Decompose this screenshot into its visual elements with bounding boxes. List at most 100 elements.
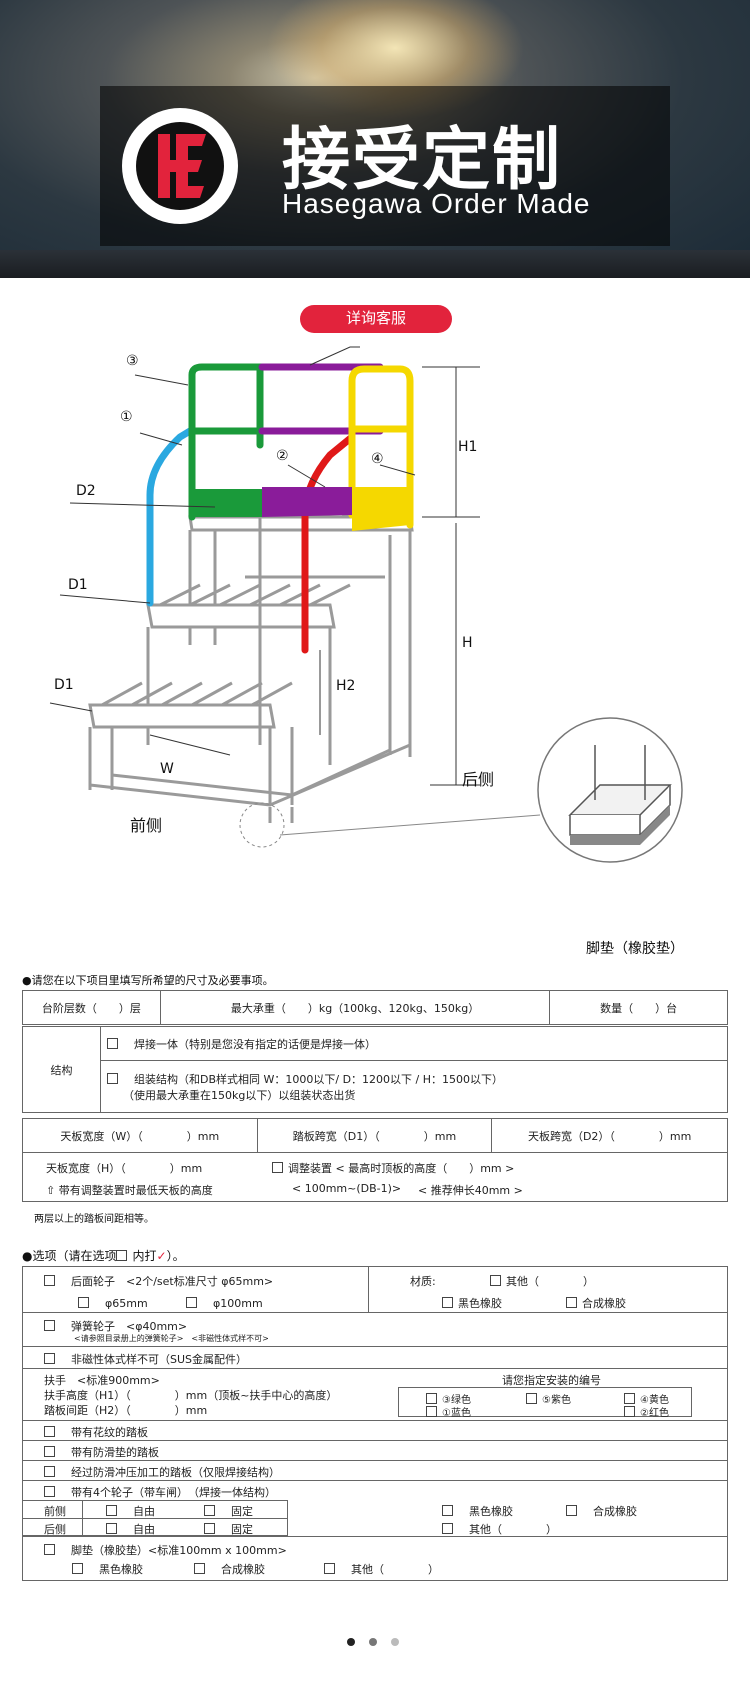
label-d2: D2 bbox=[76, 483, 96, 499]
hero-subtitle: Hasegawa Order Made bbox=[282, 188, 591, 219]
nonmagnetic-option[interactable]: 非磁性体式样不可（SUS金属配件） bbox=[44, 1351, 247, 1367]
label-h: H bbox=[462, 635, 473, 651]
pressed-step-checkbox[interactable] bbox=[44, 1466, 55, 1477]
rear-fixed-checkbox[interactable] bbox=[204, 1523, 215, 1534]
foot-pad-other-option[interactable]: 其他（ ） bbox=[324, 1561, 439, 1577]
antislip-step-checkbox[interactable] bbox=[44, 1446, 55, 1457]
nonmagnetic-checkbox[interactable] bbox=[44, 1353, 55, 1364]
label-h2: H2 bbox=[336, 678, 355, 694]
pager-dot-1[interactable] bbox=[347, 1638, 355, 1646]
label-back: 后侧 bbox=[462, 770, 494, 789]
install-red-label: ②红色 bbox=[640, 1408, 669, 1419]
spec-table: 台阶层数（ ）层 最大承重（ ）kg（100kg、120kg、150kg） 数量… bbox=[22, 990, 728, 1025]
rear-caster-option[interactable]: 后面轮子 <2个/set标准尺寸 φ65mm> bbox=[44, 1273, 273, 1289]
caster-synthetic-checkbox[interactable] bbox=[566, 1505, 577, 1516]
material-synthetic-option[interactable]: 合成橡胶 bbox=[566, 1295, 626, 1311]
foot-pad-black-option[interactable]: 黑色橡胶 bbox=[72, 1561, 143, 1577]
foot-pad-option[interactable]: 脚垫（橡胶垫）<标准100mm x 100mm> bbox=[44, 1542, 287, 1558]
weld-checkbox[interactable] bbox=[107, 1037, 118, 1049]
form2-intro-c: ）。 bbox=[166, 1249, 185, 1263]
depth-d2-field[interactable]: 天板跨宽（D2）（ ）mm bbox=[491, 1118, 728, 1153]
caster-other-checkbox[interactable] bbox=[442, 1523, 453, 1534]
material-other-option[interactable]: 其他（ ） bbox=[490, 1273, 594, 1289]
assembly-checkbox[interactable] bbox=[107, 1072, 118, 1084]
front-free-option[interactable]: 自由 bbox=[106, 1503, 155, 1519]
rear-free-checkbox[interactable] bbox=[106, 1523, 117, 1534]
material-black-checkbox[interactable] bbox=[442, 1297, 453, 1308]
pressed-step-label: 经过防滑冲压加工的踏板（仅限焊接结构） bbox=[71, 1466, 280, 1479]
phi100-option[interactable]: φ100mm bbox=[186, 1295, 263, 1311]
foot-pad-other-checkbox[interactable] bbox=[324, 1563, 335, 1574]
adjust-range: < 100mm~(DB-1)> bbox=[292, 1182, 402, 1195]
four-caster-option[interactable]: 带有4个轮子（带车闸） （焊接一体结构） bbox=[44, 1484, 276, 1500]
four-caster-label: 带有4个轮子（带车闸） （焊接一体结构） bbox=[71, 1486, 276, 1499]
material-other-checkbox[interactable] bbox=[490, 1275, 501, 1286]
install-red[interactable]: ②红色 bbox=[624, 1404, 669, 1419]
four-caster-checkbox[interactable] bbox=[44, 1486, 55, 1497]
spring-caster-checkbox[interactable] bbox=[44, 1320, 55, 1331]
front-fixed-option[interactable]: 固定 bbox=[204, 1503, 253, 1519]
install-green-checkbox[interactable] bbox=[426, 1393, 437, 1404]
ladder-diagram: ① ③ ② ④ ⑤ H1 H H2 D2 D1 D1 W 前侧 后侧 脚垫（橡胶… bbox=[49, 345, 684, 957]
foot-pad-black-label: 黑色橡胶 bbox=[99, 1563, 143, 1576]
label-1: ① bbox=[120, 409, 133, 425]
spring-caster-option[interactable]: 弹簧轮子 <φ40mm> bbox=[44, 1318, 187, 1334]
foot-pad-synthetic-option[interactable]: 合成橡胶 bbox=[194, 1561, 265, 1577]
install-yellow[interactable]: ④黄色 bbox=[624, 1391, 669, 1406]
adjust-option[interactable]: 调整装置 < 最高时顶板的高度（ ）mm > bbox=[272, 1160, 514, 1176]
install-blue[interactable]: ①蓝色 bbox=[426, 1404, 471, 1419]
foot-pad-synthetic-label: 合成橡胶 bbox=[221, 1563, 265, 1576]
material-black-option[interactable]: 黑色橡胶 bbox=[442, 1295, 502, 1311]
front-free-checkbox[interactable] bbox=[106, 1505, 117, 1516]
caster-other-label: 其他（ ） bbox=[469, 1523, 557, 1536]
pattern-step-option[interactable]: 带有花纹的踏板 bbox=[44, 1424, 148, 1440]
install-yellow-checkbox[interactable] bbox=[624, 1393, 635, 1404]
structure-weld-option[interactable]: 焊接一体（特别是您没有指定的话便是焊接一体） bbox=[100, 1026, 728, 1061]
depth-d1-field[interactable]: 踏板跨宽（D1）（ ）mm bbox=[256, 1118, 493, 1153]
handrail-height-field[interactable]: 扶手高度（H1）（ ）mm（顶板~扶手中心的高度） bbox=[44, 1389, 338, 1402]
rear-fixed-option[interactable]: 固定 bbox=[204, 1521, 253, 1537]
adjust-label: 调整装置 < 最高时顶板的高度（ ）mm > bbox=[288, 1162, 515, 1175]
phi65-checkbox[interactable] bbox=[78, 1297, 89, 1308]
spring-caster-label: 弹簧轮子 <φ40mm> bbox=[71, 1320, 188, 1333]
install-purple[interactable]: ⑤紫色 bbox=[526, 1391, 571, 1406]
install-red-checkbox[interactable] bbox=[624, 1406, 635, 1417]
width-w-field[interactable]: 天板宽度（W）（ ）mm bbox=[22, 1118, 258, 1153]
rear-free-option[interactable]: 自由 bbox=[106, 1521, 155, 1537]
foot-pad-black-checkbox[interactable] bbox=[72, 1563, 83, 1574]
antislip-step-option[interactable]: 带有防滑垫的踏板 bbox=[44, 1444, 159, 1460]
pager-dot-2[interactable] bbox=[369, 1638, 377, 1646]
pager-dot-3[interactable] bbox=[391, 1638, 399, 1646]
caster-black-checkbox[interactable] bbox=[442, 1505, 453, 1516]
pressed-step-option[interactable]: 经过防滑冲压加工的踏板（仅限焊接结构） bbox=[44, 1464, 280, 1480]
phi65-option[interactable]: φ65mm bbox=[78, 1295, 148, 1311]
adjust-checkbox[interactable] bbox=[272, 1162, 283, 1173]
front-fixed-checkbox[interactable] bbox=[204, 1505, 215, 1516]
customer-service-button[interactable]: 详询客服 bbox=[300, 305, 452, 333]
assembly-note: （使用最大承重在150kg以下）以组装状态出货 bbox=[123, 1088, 356, 1102]
height-h-field[interactable]: 天板宽度（H）（ ）mm bbox=[46, 1162, 203, 1175]
phi100-checkbox[interactable] bbox=[186, 1297, 197, 1308]
levels-field[interactable]: 台阶层数（ ）层 bbox=[22, 990, 161, 1025]
material-synthetic-checkbox[interactable] bbox=[566, 1297, 577, 1308]
caster-synthetic-option[interactable]: 合成橡胶 bbox=[566, 1503, 637, 1519]
caster-other-option[interactable]: 其他（ ） bbox=[442, 1521, 557, 1537]
structure-assembly-option[interactable]: 组装结构（和DB样式相同 W：1000以下/ D：1200以下 / H：1500… bbox=[100, 1060, 728, 1113]
install-blue-label: ①蓝色 bbox=[442, 1408, 471, 1419]
install-box bbox=[398, 1387, 692, 1417]
rear-caster-checkbox[interactable] bbox=[44, 1275, 55, 1286]
install-purple-checkbox[interactable] bbox=[526, 1393, 537, 1404]
step-gap-field[interactable]: 踏板间距（H2）（ ）mm bbox=[44, 1404, 208, 1417]
sep-5 bbox=[22, 1440, 728, 1441]
foot-pad-synthetic-checkbox[interactable] bbox=[194, 1563, 205, 1574]
foot-pad-checkbox[interactable] bbox=[44, 1544, 55, 1555]
rear-caster-label: 后面轮子 <2个/set标准尺寸 φ65mm> bbox=[71, 1275, 274, 1288]
pattern-step-checkbox[interactable] bbox=[44, 1426, 55, 1437]
options-box bbox=[22, 1266, 728, 1581]
adjust-recommend: < 推荐伸长40mm > bbox=[418, 1184, 523, 1197]
caster-black-option[interactable]: 黑色橡胶 bbox=[442, 1503, 513, 1519]
quantity-field[interactable]: 数量（ ）台 bbox=[549, 990, 728, 1025]
max-load-field[interactable]: 最大承重（ ）kg（100kg、120kg、150kg） bbox=[159, 990, 551, 1025]
install-blue-checkbox[interactable] bbox=[426, 1406, 437, 1417]
install-green[interactable]: ③绿色 bbox=[426, 1391, 471, 1406]
